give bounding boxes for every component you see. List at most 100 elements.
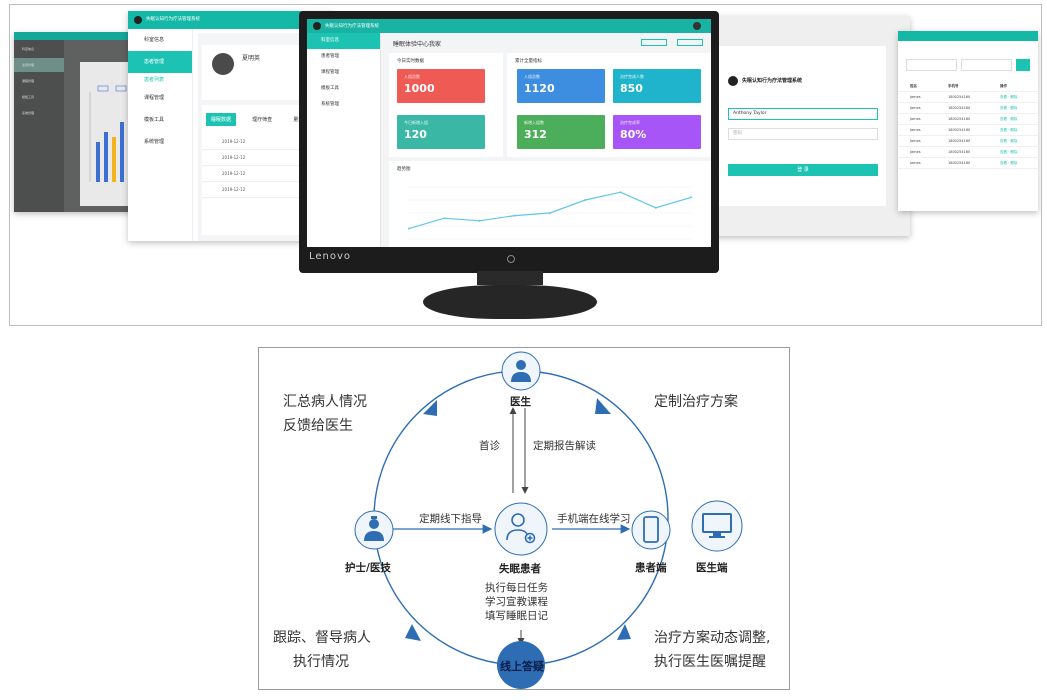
- action-button[interactable]: [677, 39, 703, 46]
- online-q-label: 线上答疑: [500, 660, 544, 673]
- trend-point: [690, 196, 692, 199]
- sidebar-item[interactable]: 课程管理: [144, 95, 165, 101]
- patient-name: 夏明英: [242, 55, 261, 62]
- username-input[interactable]: Anthony Taylor: [728, 108, 878, 120]
- doctor-icon: [511, 356, 531, 382]
- search-button[interactable]: [1016, 59, 1030, 71]
- monitor-icon: [702, 513, 732, 538]
- system-title: 失眠认知行为疗法管理系统: [325, 24, 379, 29]
- login-button[interactable]: 登 录: [728, 164, 878, 176]
- stat-tile: 入组总数 1000: [397, 69, 485, 103]
- stat-tile: 治疗完成人数 850: [613, 69, 701, 103]
- monitor-stand-neck: [477, 271, 543, 285]
- page-title: 睡眠体验中心我家: [393, 41, 442, 48]
- tile-value: 80%: [620, 128, 647, 141]
- sidebar-item[interactable]: 科室信息: [144, 37, 165, 43]
- row-actions[interactable]: 查看 · 删除: [1000, 117, 1018, 121]
- table-cell: James: [910, 95, 921, 99]
- table-cell: James: [910, 150, 921, 154]
- row-actions[interactable]: 查看 · 删除: [1000, 95, 1018, 99]
- tile-label: 今日新增入组: [404, 120, 428, 125]
- action-button[interactable]: [641, 39, 667, 46]
- header-bar: 失眠认知行为疗法管理系统: [307, 19, 711, 33]
- tab-sleep-data[interactable]: 睡眠数据: [206, 113, 237, 126]
- corner-text-bottom-left: 跟踪、督导病人 执行情况: [273, 630, 371, 670]
- sidebar-item[interactable]: 系统管理: [144, 139, 165, 145]
- tab-screening[interactable]: 理疗筛查: [252, 117, 273, 123]
- table-row: 2019-12-12: [202, 182, 333, 198]
- task-item: 执行每日任务: [485, 582, 548, 594]
- trend-point: [654, 206, 657, 209]
- sidebar-item-patients[interactable]: 患者管理: [321, 54, 339, 59]
- stat-tile: 治疗完成率 80%: [613, 115, 701, 149]
- loop-arrow-icon: [617, 624, 631, 640]
- mini-bar: [104, 132, 108, 182]
- table-cell: James: [910, 106, 921, 110]
- loop-arrow-icon: [405, 624, 421, 641]
- sidebar-item-templates[interactable]: 模板工具: [321, 86, 339, 91]
- row-actions[interactable]: 查看 · 删除: [1000, 139, 1018, 143]
- row-actions[interactable]: 查看 · 删除: [1000, 161, 1018, 165]
- filter-row: [906, 59, 1030, 71]
- table-cell: James: [910, 128, 921, 132]
- sidebar-subitem[interactable]: 患者列表: [144, 77, 165, 83]
- mobile-label: 手机端在线学习: [557, 513, 631, 525]
- sidebar-item[interactable]: 患者管理: [128, 51, 192, 73]
- mini-bar: [120, 122, 124, 182]
- screenshot-login: 失眠认知行为疗法管理系统 Anthony Taylor 密码 登 录: [710, 16, 910, 236]
- col-header: 姓名: [910, 84, 917, 88]
- row-actions[interactable]: 查看 · 删除: [1000, 128, 1018, 132]
- header-bar: [14, 32, 164, 40]
- table-row: 2019-12-12: [202, 134, 333, 150]
- mini-bar: [96, 142, 100, 182]
- monitor-screen: 失眠认知行为疗法管理系统 科室信息 患者管理 课程管理 模板工具 系统管理 睡眠…: [307, 19, 711, 247]
- doctor-label: 医生: [510, 396, 531, 408]
- table-cell: 1800254160: [948, 150, 971, 154]
- filter-input[interactable]: [906, 59, 957, 71]
- patient-icon: [506, 513, 536, 544]
- sidebar-item: 模板工具: [22, 95, 35, 99]
- nurse-label: 护士/医技: [345, 562, 391, 574]
- sidebar-item-system[interactable]: 系统管理: [321, 102, 339, 107]
- sidebar-item: 课程管理: [22, 79, 35, 83]
- col-header: 操作: [1000, 84, 1007, 88]
- table-cell: James: [910, 117, 921, 121]
- loop-arrow-icon: [423, 400, 437, 416]
- header-bar: 失眠认知行为疗法管理系统: [128, 11, 333, 29]
- table-cell: 1800254160: [948, 161, 971, 165]
- sidebar-item-department[interactable]: 科室信息: [307, 33, 380, 49]
- user-avatar[interactable]: [693, 22, 701, 30]
- tile-label: 入组总数: [404, 74, 420, 79]
- table-cell: 1800254160: [948, 117, 971, 121]
- row-actions[interactable]: 查看 · 删除: [1000, 106, 1018, 110]
- logo-icon: [134, 16, 142, 24]
- row-actions[interactable]: 查看 · 删除: [1000, 150, 1018, 154]
- mini-bar: [112, 137, 116, 182]
- sidebar-item-courses[interactable]: 课程管理: [321, 70, 339, 75]
- tile-value: 850: [620, 82, 643, 95]
- patient-app-node: [631, 510, 671, 550]
- sidebar-item[interactable]: 模板工具: [144, 117, 165, 123]
- task-item: 填写睡眠日记: [485, 610, 548, 622]
- dashboard-main: 睡眠体验中心我家 今日实时数据 累计全量指标 入组总数 1000 今日新增入组 …: [385, 33, 711, 247]
- stat-tile: 新增入组数 312: [517, 115, 605, 149]
- loop-arrow-icon: [595, 398, 611, 414]
- monitor-stand-base: [423, 285, 597, 319]
- tile-label: 治疗完成人数: [620, 74, 644, 79]
- tile-value: 1120: [524, 82, 555, 95]
- table-row: 2019-12-12: [202, 166, 333, 182]
- trend-panel: 趋势图: [389, 161, 711, 247]
- password-input[interactable]: 密码: [728, 128, 878, 140]
- table-cell: 1800254160: [948, 106, 971, 110]
- trend-chart: [408, 186, 692, 240]
- stat-tile: 入组总数 1120: [517, 69, 605, 103]
- sidebar: 科室信息 患者管理 患者列表 课程管理 模板工具 系统管理: [128, 29, 193, 241]
- panel-title: 趋势图: [397, 167, 411, 172]
- stat-tile: 今日新增入组 120: [397, 115, 485, 149]
- corner-text-top-left: 汇总病人情况 反馈给医生: [283, 394, 367, 434]
- report-label: 定期报告解读: [533, 440, 596, 452]
- filter-input[interactable]: [961, 59, 1012, 71]
